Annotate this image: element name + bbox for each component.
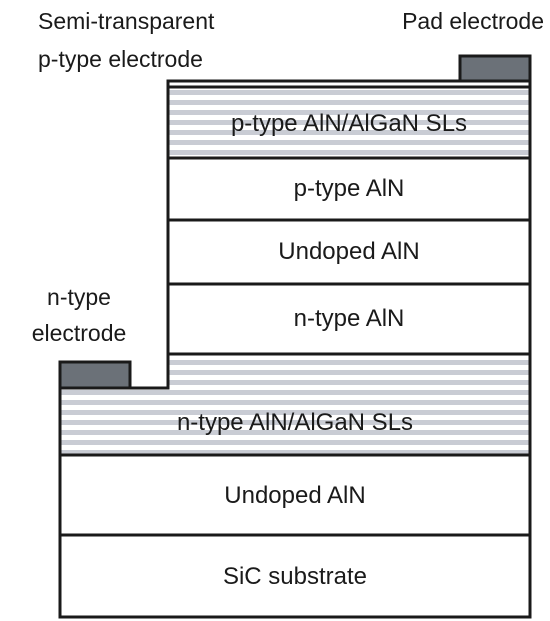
sic-substrate-layer xyxy=(58,533,532,619)
undoped-aln-upper-label: Undoped AlN xyxy=(278,238,420,265)
p-type-aln-label: p-type AlN xyxy=(293,175,405,202)
n-type-aln-label: n-type AlN xyxy=(293,305,405,332)
p-type-sls-layer xyxy=(166,85,532,160)
n-type-aln-layer xyxy=(166,282,532,356)
n-type-electrode-label-line1: n-type xyxy=(47,284,111,310)
sic-substrate-label: SiC substrate xyxy=(222,563,368,590)
n-type-sls-label: n-type AlN/AlGaN SLs xyxy=(176,409,414,436)
undoped-aln-upper-layer xyxy=(166,218,532,286)
p-type-sls-label: p-type AlN/AlGaN SLs xyxy=(230,110,468,137)
undoped-aln-lower-label: Undoped AlN xyxy=(224,482,366,509)
n-type-electrode-label-line2: electrode xyxy=(31,320,127,346)
n-type-electrode xyxy=(58,360,132,390)
pad-electrode-label: Pad electrode xyxy=(402,8,544,34)
semi-transparent-label-line2: p-type electrode xyxy=(38,46,203,72)
undoped-aln-lower-layer xyxy=(58,453,532,537)
pad-electrode xyxy=(458,54,532,83)
semi-transparent-label-line1: Semi-transparent xyxy=(38,8,215,34)
